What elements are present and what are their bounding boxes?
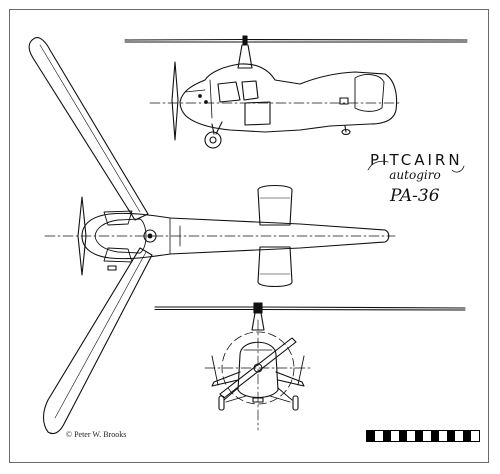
- top-propeller: [77, 196, 87, 276]
- author-credit: © Peter W. Brooks: [66, 430, 127, 439]
- side-view: [124, 35, 468, 149]
- stub-wing-left: [103, 210, 133, 226]
- top-fuselage: [81, 212, 390, 260]
- side-propeller: [171, 61, 179, 141]
- scale-bar-segment: [391, 431, 399, 441]
- top-view: [28, 37, 396, 435]
- brand-subtitle: autogiro: [389, 168, 441, 182]
- scale-bar-segment: [399, 431, 407, 441]
- tailplane-upper: [257, 184, 293, 226]
- front-stub-wing-left: [211, 371, 241, 387]
- brand-flourish: [367, 160, 465, 173]
- main-wheel: [204, 131, 222, 149]
- front-stub-wing-right: [275, 371, 305, 387]
- stub-wing-right: [103, 247, 133, 263]
- tailplane-lower: [257, 246, 293, 288]
- scale-bar-segment: [415, 431, 423, 441]
- scale-bar-segment: [463, 431, 471, 441]
- scale-bar-segment: [383, 431, 391, 441]
- scale-bar-segment: [431, 431, 439, 441]
- scale-bar-segment: [447, 431, 455, 441]
- propeller-disc: [221, 331, 295, 405]
- scale-bar-segment: [367, 431, 375, 441]
- scale-bar-segment: [407, 431, 415, 441]
- model-designation: PA-36: [390, 186, 440, 206]
- scale-bar: [366, 430, 480, 442]
- brand-name: PITCAIRN: [370, 151, 463, 169]
- scale-bar-segment: [439, 431, 447, 441]
- side-fuselage: [179, 63, 398, 133]
- brand-logo: PITCAIRN autogiro: [370, 152, 460, 182]
- scale-bar-segment: [471, 431, 479, 441]
- top-rotor-blade-2: [42, 247, 153, 435]
- drawing-frame: [9, 9, 489, 463]
- front-view: [154, 302, 466, 431]
- scale-bar-segment: [375, 431, 383, 441]
- front-wheel-right: [292, 395, 299, 411]
- side-window: [217, 81, 241, 103]
- side-window-2: [241, 80, 259, 101]
- side-rotor-blade: [124, 38, 468, 41]
- scale-bar-segment: [423, 431, 431, 441]
- top-rotor-blade-1: [28, 37, 149, 221]
- front-rotor-blade: [154, 306, 466, 309]
- scale-bar-segment: [455, 431, 463, 441]
- front-wheel-left: [218, 395, 225, 411]
